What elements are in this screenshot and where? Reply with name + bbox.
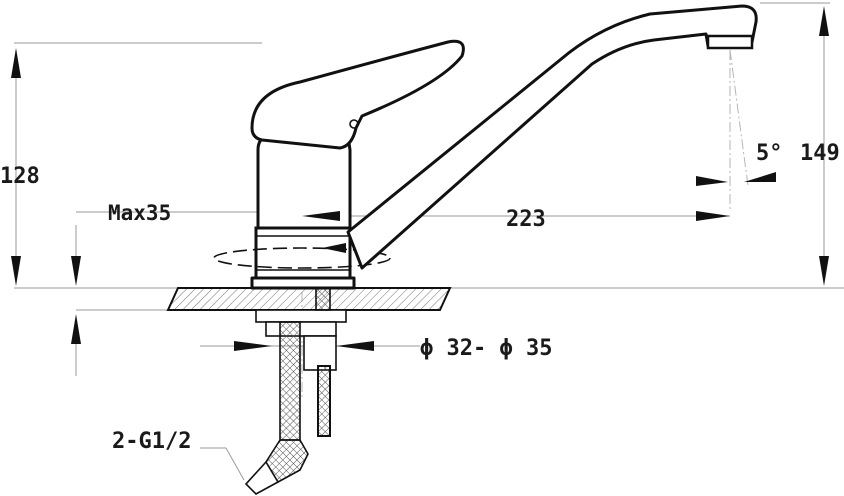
max-thickness-label: Max35: [108, 201, 171, 225]
under-counter-assembly: [255, 287, 347, 437]
reach-223-label: 223: [506, 207, 546, 232]
lever-handle: [250, 39, 465, 150]
supply-hose: [200, 321, 309, 495]
hole-diameter-label: ϕ 32- ϕ 35: [420, 336, 552, 361]
height-128-label: 128: [0, 164, 40, 189]
counter-plate: [166, 287, 452, 311]
height-149-label: 149: [800, 141, 840, 166]
dimension-arrowheads: [11, 6, 829, 351]
spout: [346, 4, 758, 270]
connection-label: 2-G1/2: [112, 429, 191, 454]
angle-5-label: 5°: [756, 141, 783, 166]
